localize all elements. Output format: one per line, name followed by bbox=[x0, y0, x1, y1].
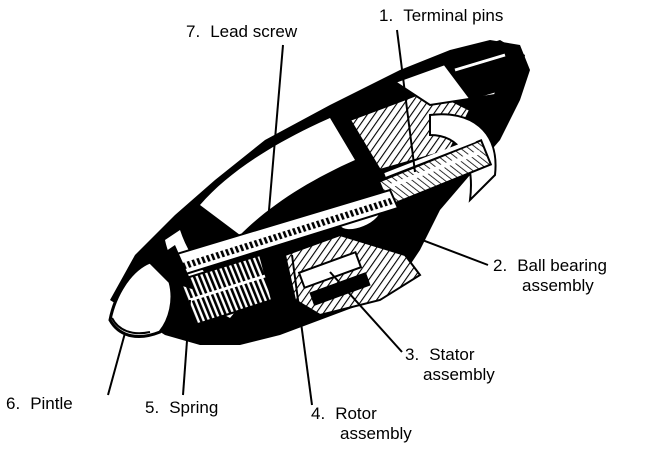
label-text: Rotor bbox=[335, 404, 377, 423]
label-text-line2: assembly bbox=[340, 424, 412, 443]
leader-pintle bbox=[107, 332, 126, 396]
label-number: 3. bbox=[405, 345, 420, 364]
leader-terminal-pins bbox=[396, 29, 416, 173]
label-spring: 5. Spring bbox=[145, 398, 218, 418]
label-number: 6. bbox=[6, 394, 21, 413]
label-text: Terminal pins bbox=[403, 6, 504, 25]
label-number: 7. bbox=[186, 22, 201, 41]
label-stator: 3. Stator assembly bbox=[405, 345, 495, 385]
stator-assembly bbox=[283, 233, 422, 317]
label-rotor: 4. Rotor assembly bbox=[311, 404, 412, 444]
leader-spring bbox=[182, 299, 191, 396]
label-text: Stator bbox=[429, 345, 475, 364]
label-number: 4. bbox=[311, 404, 326, 423]
label-text-line2: assembly bbox=[522, 276, 594, 295]
leader-rotor bbox=[291, 254, 313, 406]
label-text: Pintle bbox=[30, 394, 73, 413]
label-number: 5. bbox=[145, 398, 160, 417]
label-text: Ball bearing bbox=[517, 256, 607, 275]
leader-lead-screw bbox=[267, 44, 284, 223]
leader-stator bbox=[329, 271, 403, 353]
pintle bbox=[108, 245, 195, 338]
label-number: 2. bbox=[493, 256, 508, 275]
label-number: 1. bbox=[379, 6, 394, 25]
label-text: Lead screw bbox=[210, 22, 298, 41]
label-ball-bearing: 2. Ball bearing assembly bbox=[493, 256, 607, 296]
label-text-line2: assembly bbox=[423, 365, 495, 384]
label-lead-screw: 7. Lead screw bbox=[186, 22, 297, 42]
label-text: Spring bbox=[169, 398, 219, 417]
label-terminal-pins: 1. Terminal pins bbox=[379, 6, 503, 26]
leader-lines bbox=[107, 29, 489, 406]
label-pintle: 6. Pintle bbox=[6, 394, 73, 414]
leader-ball-bearing bbox=[374, 221, 489, 266]
